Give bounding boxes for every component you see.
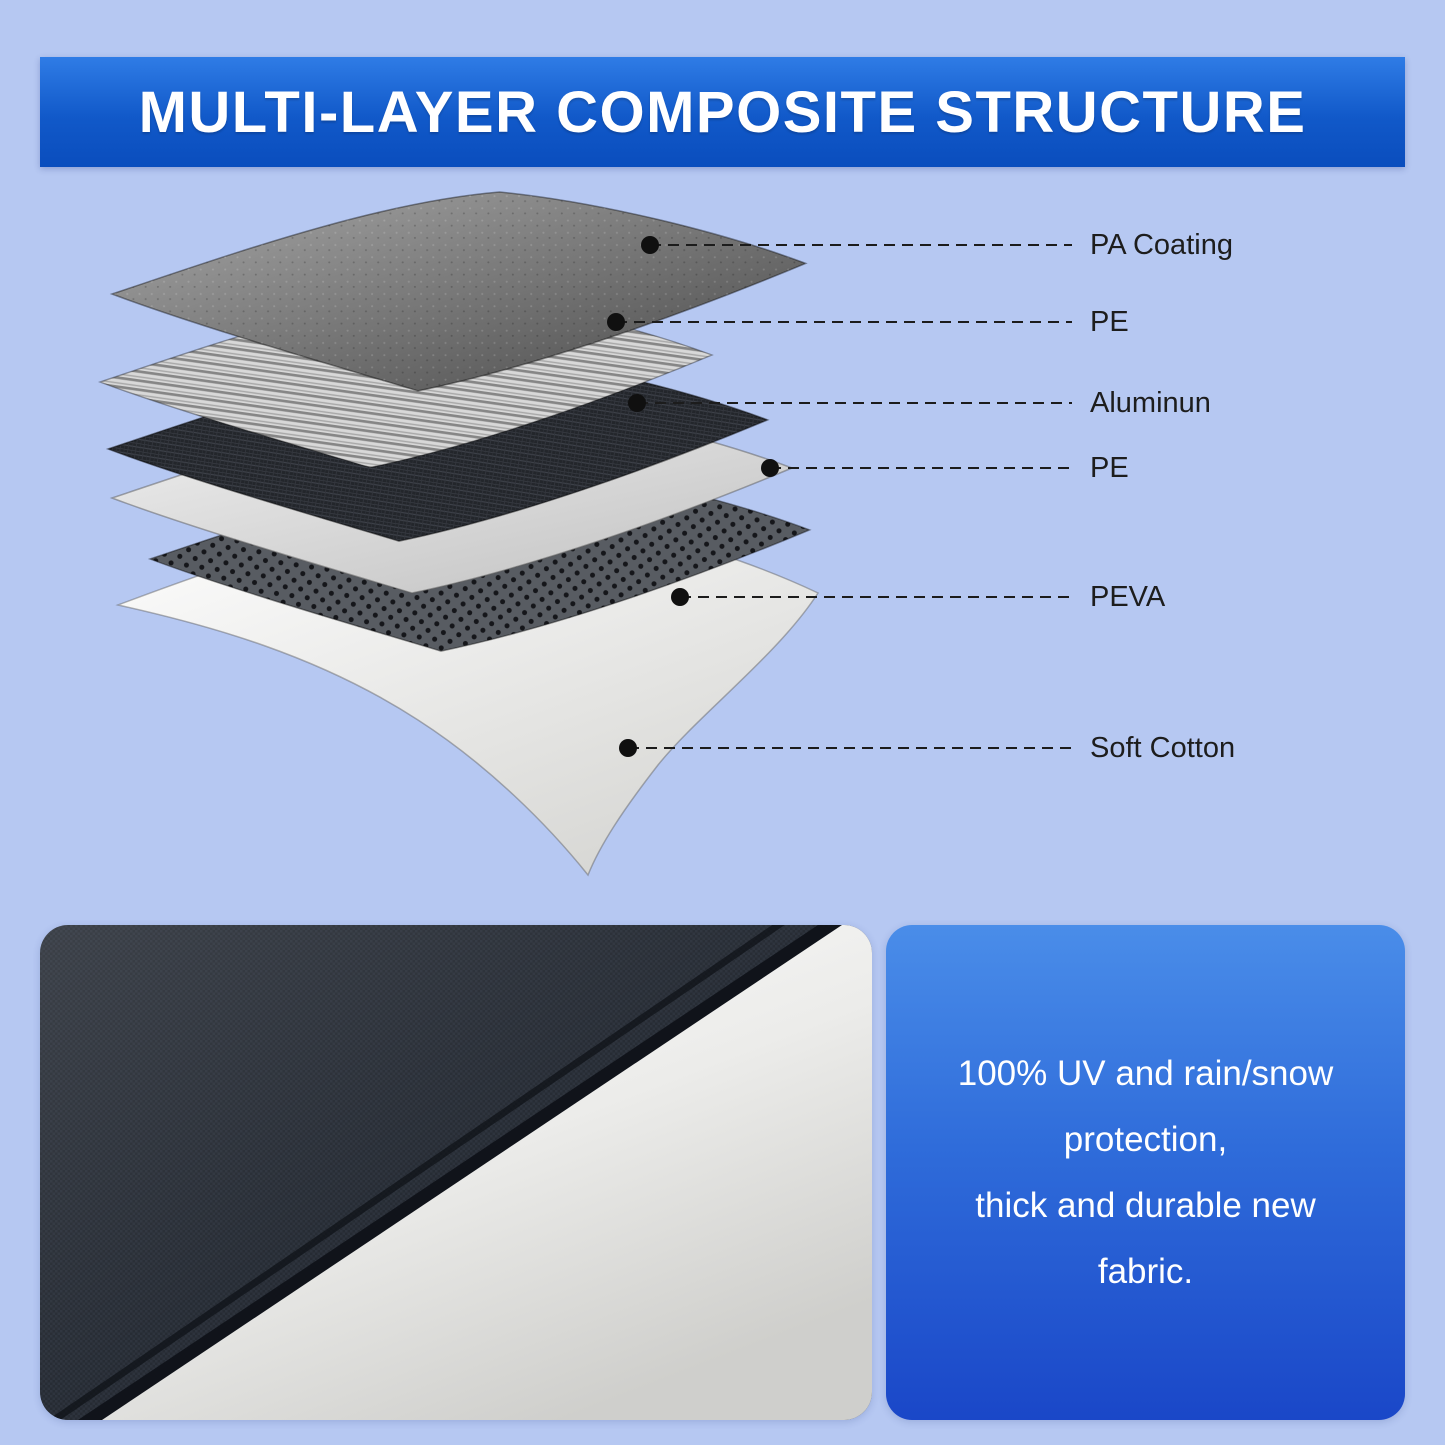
protection-info-card: 100% UV and rain/snow protection, thick …	[886, 925, 1405, 1420]
callout-dots	[607, 236, 779, 757]
fabric-photo	[40, 925, 872, 1420]
fabric-edge-binding	[78, 925, 842, 1420]
layer-label-aluminum: Aluminun	[1090, 387, 1211, 419]
layer-label-pe-upper: PE	[1090, 306, 1129, 338]
layer-label-pa-coating: PA Coating	[1090, 229, 1233, 261]
callout-dot-pa-coating	[641, 236, 659, 254]
callout-dot-pe-lower	[761, 459, 779, 477]
callout-dot-peva	[671, 588, 689, 606]
info-line-3: thick and durable new	[975, 1185, 1316, 1225]
info-line-4: fabric.	[1097, 1251, 1194, 1291]
protection-info-text: 100% UV and rain/snow protection, thick …	[928, 1041, 1364, 1305]
fabric-stitch-line	[52, 925, 785, 1420]
callout-lines	[616, 244, 1072, 749]
fabric-photo-art	[40, 925, 872, 1420]
layer-label-peva: PEVA	[1090, 581, 1166, 613]
layers-illustration	[99, 191, 1072, 876]
layer-label-soft-cotton: Soft Cotton	[1090, 732, 1236, 764]
callout-dot-pe-upper	[607, 313, 625, 331]
info-line-2: protection,	[1063, 1119, 1228, 1159]
page-title: MULTI-LAYER COMPOSITE STRUCTURE	[138, 79, 1307, 145]
callout-dot-soft-cotton	[619, 739, 637, 757]
callout-dot-aluminum	[628, 394, 646, 412]
header-banner: MULTI-LAYER COMPOSITE STRUCTURE	[40, 57, 1405, 167]
layer-label-pe-lower: PE	[1090, 452, 1129, 484]
layer-diagram: PA Coating PE Aluminun PE PEVA Soft Cott…	[0, 167, 1445, 907]
info-line-1: 100% UV and rain/snow	[957, 1053, 1334, 1093]
cotton-fleece-region	[102, 925, 872, 1420]
